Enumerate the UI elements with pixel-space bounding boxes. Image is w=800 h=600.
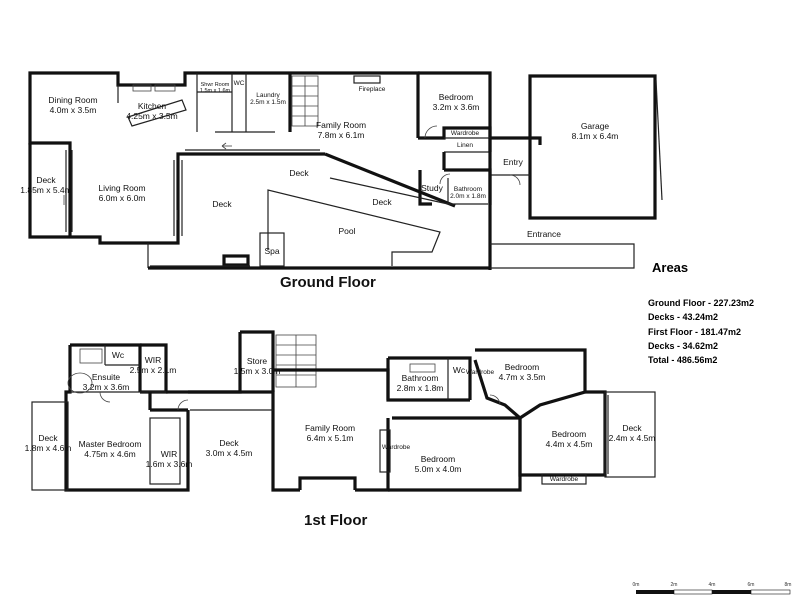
scale-bar <box>636 589 791 595</box>
gf-pool-label: Pool <box>338 226 356 236</box>
gf-deck-mid-label: Deck <box>372 197 392 207</box>
gf-linen-label: Linen <box>457 142 473 149</box>
scale-label-4: 4m <box>708 582 716 588</box>
area-first-decks: Decks - 34.62m2 <box>648 340 719 351</box>
scale-label-0: 0m <box>632 582 640 588</box>
gf-deck-main-label: Deck <box>212 199 232 209</box>
gf-deck-upper-label: Deck <box>289 168 309 178</box>
areas-title: Areas <box>652 260 689 275</box>
gf-fireplace-label: Fireplace <box>358 86 386 93</box>
areas-list: Ground Floor - 227.23m2 Decks - 43.24m2 … <box>648 296 754 367</box>
ff-wc2-label: Wc <box>452 365 466 375</box>
gf-entrance-label: Entrance <box>526 229 562 239</box>
gf-study-label: Study <box>421 183 443 193</box>
gf-wc-label: WC <box>233 80 245 87</box>
area-first-floor: First Floor - 181.47m2 <box>648 326 742 337</box>
first-floor-title: 1st Floor <box>304 512 368 529</box>
gf-wardrobe-label: Wardrobe <box>450 130 480 137</box>
first-floor-walls <box>31 330 656 492</box>
gf-spa-label: Spa <box>264 246 280 256</box>
scale-label-8: 8m <box>784 582 792 588</box>
gf-entry-label: Entry <box>503 157 523 167</box>
scale-label-6: 6m <box>747 582 755 588</box>
ff-wardrobe-top-label: Wardrobe <box>465 369 495 376</box>
ff-wardrobe-mid-label: Wardrobe <box>381 444 411 451</box>
ground-floor-title: Ground Floor <box>280 274 376 291</box>
area-total: Total - 486.56m2 <box>648 355 718 366</box>
area-ground-decks: Decks - 43.24m2 <box>648 312 719 323</box>
ff-wardrobe-bottom-label: Wardrobe <box>549 476 579 483</box>
area-ground-floor: Ground Floor - 227.23m2 <box>648 298 755 308</box>
ground-floor-walls <box>28 71 663 270</box>
scale-label-2: 2m <box>670 582 678 588</box>
ff-wc-label: Wc <box>111 350 125 360</box>
